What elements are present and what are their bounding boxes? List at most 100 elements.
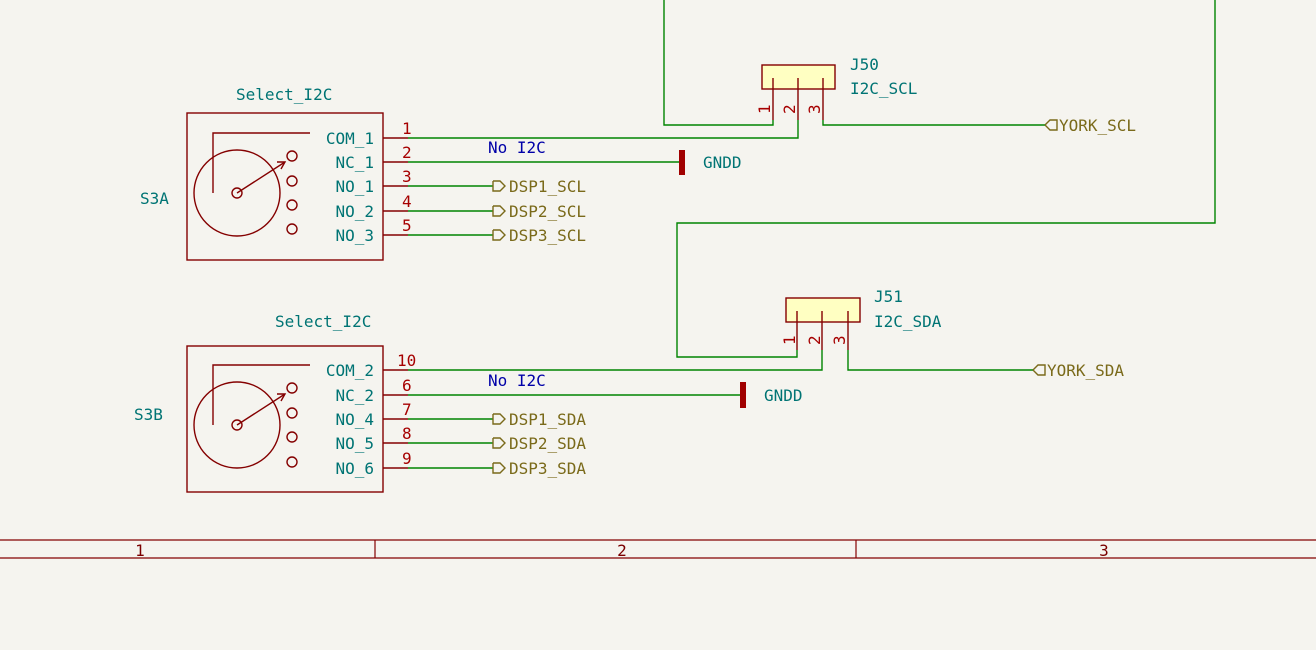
pin-name: NO_4 — [335, 410, 374, 429]
switch-pivot — [231, 419, 243, 431]
frame-border: 1 2 3 — [0, 539, 1316, 560]
pin-number: 1 — [402, 119, 412, 138]
switch-arrowhead — [277, 393, 287, 402]
pin-number: 10 — [397, 351, 416, 370]
pin-name: COM_2 — [326, 361, 374, 380]
switch-ref: S3A — [140, 189, 169, 208]
power-gndd[interactable]: GNDD — [740, 382, 803, 408]
connector-ref: J51 — [874, 287, 903, 306]
global-label-dsp2-sda[interactable]: DSP2_SDA — [492, 434, 586, 453]
pin-number: 9 — [402, 449, 412, 468]
switch-arm — [236, 393, 286, 426]
global-label-dsp1-sda[interactable]: DSP1_SDA — [492, 410, 586, 429]
wire-j50-3 — [822, 120, 1045, 126]
switch-ref: S3B — [134, 405, 163, 424]
pin-number: 1 — [755, 104, 774, 114]
switch-com-line — [212, 364, 310, 425]
net-label[interactable]: No I2C — [488, 138, 546, 157]
pin-number: 3 — [830, 335, 849, 345]
wire-loop — [676, 0, 1216, 358]
global-label-york-sda[interactable]: YORK_SDA — [1032, 361, 1124, 380]
contact-circle — [286, 175, 298, 187]
global-label-text: DSP2_SCL — [509, 202, 586, 221]
power-label: GNDD — [703, 153, 742, 172]
switch-s3b[interactable]: Select_I2C S3B COM_2 NC_2 NO_4 NO_5 NO_6… — [134, 312, 416, 493]
pin-name: NO_5 — [335, 434, 374, 453]
global-label-text: DSP2_SDA — [509, 434, 586, 453]
pin-number: 8 — [402, 424, 412, 443]
label-flag — [492, 437, 506, 449]
global-label-text: DSP3_SCL — [509, 226, 586, 245]
switch-dial — [193, 381, 281, 469]
connector-j51[interactable]: J51 I2C_SDA 1 2 3 — [780, 287, 942, 350]
global-label-dsp1-scl[interactable]: DSP1_SCL — [492, 177, 586, 196]
switch-com-line — [212, 132, 310, 193]
global-label-dsp2-scl[interactable]: DSP2_SCL — [492, 202, 586, 221]
switch-arrowhead — [277, 161, 287, 170]
wire-com2-j51 — [408, 350, 823, 371]
pin-name: NO_6 — [335, 459, 374, 478]
label-flag — [492, 413, 506, 425]
connector-value: I2C_SCL — [850, 79, 917, 98]
pin-name: NO_2 — [335, 202, 374, 221]
switch-value: Select_I2C — [275, 312, 371, 331]
global-label-text: DSP1_SDA — [509, 410, 586, 429]
power-gndd[interactable]: GNDD — [679, 150, 742, 175]
switch-dial — [193, 149, 281, 237]
net-label[interactable]: No I2C — [488, 371, 546, 390]
pin-name: NO_1 — [335, 177, 374, 196]
contact-circle — [286, 431, 298, 443]
switch-arm — [236, 161, 286, 194]
pin-number: 4 — [402, 192, 412, 211]
connector-j50[interactable]: J50 I2C_SCL 1 2 3 — [755, 55, 917, 120]
pin-number: 5 — [402, 216, 412, 235]
power-bar — [740, 382, 746, 408]
pin-number: 7 — [402, 400, 412, 419]
frame-column-label: 1 — [135, 541, 145, 560]
switch-s3a[interactable]: Select_I2C S3A COM_1 NC_1 NO_1 NO_2 NO_3… — [140, 85, 412, 261]
global-label-dsp3-sda[interactable]: DSP3_SDA — [492, 459, 586, 478]
frame-column-label: 3 — [1099, 541, 1109, 560]
switch-pivot — [231, 187, 243, 199]
contact-circle — [286, 150, 298, 162]
label-flag — [1044, 119, 1058, 131]
connector-ref: J50 — [850, 55, 879, 74]
contact-circle — [286, 382, 298, 394]
pin-name: NO_3 — [335, 226, 374, 245]
pin-number: 6 — [402, 376, 412, 395]
global-label-text: DSP1_SCL — [509, 177, 586, 196]
pin-name: NC_2 — [335, 386, 374, 405]
pin-number: 1 — [780, 335, 799, 345]
wire-j51-3 — [847, 350, 1033, 371]
global-label-text: YORK_SCL — [1059, 116, 1136, 135]
power-label: GNDD — [764, 386, 803, 405]
frame-column-label: 2 — [617, 541, 627, 560]
wire-com1-j50 — [408, 120, 799, 139]
contact-circle — [286, 199, 298, 211]
pin-number: 2 — [805, 335, 824, 345]
switch-value: Select_I2C — [236, 85, 332, 104]
pin-number: 2 — [780, 104, 799, 114]
label-flag — [492, 205, 506, 217]
label-flag — [492, 229, 506, 241]
label-flag — [1032, 364, 1046, 376]
wires — [408, 0, 1216, 469]
label-flag — [492, 462, 506, 474]
global-label-text: YORK_SDA — [1047, 361, 1124, 380]
contact-circle — [286, 407, 298, 419]
power-bar — [679, 150, 685, 175]
pin-name: COM_1 — [326, 129, 374, 148]
pin-number: 3 — [402, 167, 412, 186]
global-label-text: DSP3_SDA — [509, 459, 586, 478]
pin-number: 3 — [805, 104, 824, 114]
global-label-dsp3-scl[interactable]: DSP3_SCL — [492, 226, 586, 245]
global-label-york-scl[interactable]: YORK_SCL — [1044, 116, 1136, 135]
pin-number: 2 — [402, 143, 412, 162]
contact-circle — [286, 456, 298, 468]
contact-circle — [286, 223, 298, 235]
wire-j50-1 — [663, 0, 774, 126]
connector-value: I2C_SDA — [874, 312, 942, 331]
label-flag — [492, 180, 506, 192]
pin-name: NC_1 — [335, 153, 374, 172]
